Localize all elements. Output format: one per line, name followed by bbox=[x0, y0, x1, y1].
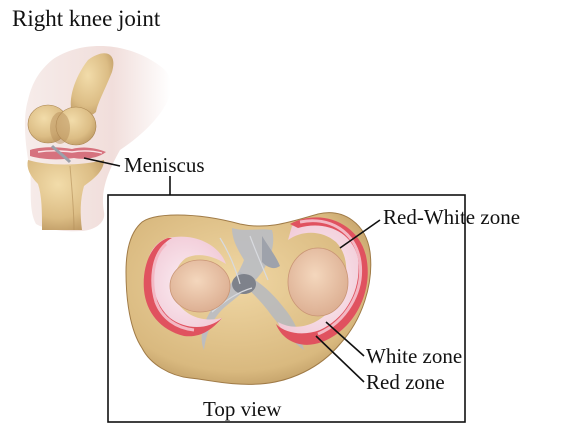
red-zone-label: Red zone bbox=[366, 372, 445, 393]
lateral-condyle-surface bbox=[288, 248, 348, 316]
medial-condyle-surface bbox=[170, 260, 230, 312]
red-white-zone-label: Red-White zone bbox=[383, 207, 520, 228]
top-view-label: Top view bbox=[203, 399, 281, 420]
white-zone-label: White zone bbox=[366, 346, 462, 367]
meniscus-label: Meniscus bbox=[124, 155, 205, 176]
diagram-title: Right knee joint bbox=[12, 7, 160, 30]
